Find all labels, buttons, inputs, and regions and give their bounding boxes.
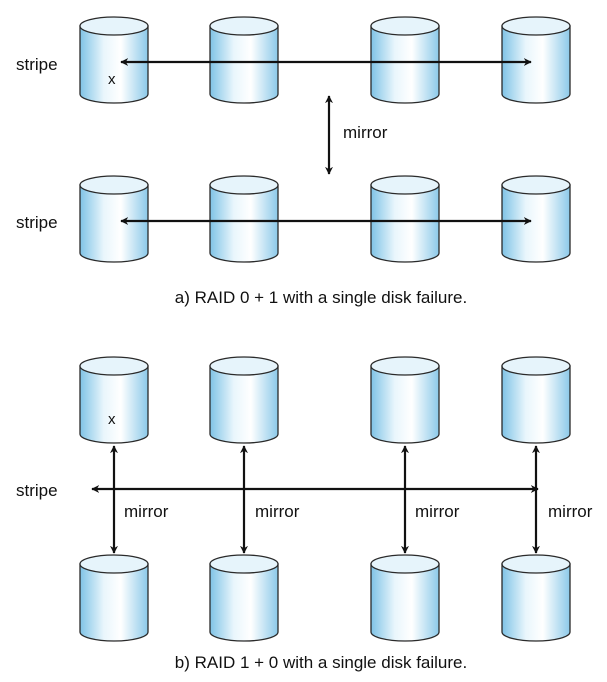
raid01-bottom-disk-row	[79, 175, 571, 263]
raid10-mirror-label-3: mirror	[415, 502, 460, 521]
raid10-top-disk-4-icon	[501, 356, 571, 444]
raid01-caption: a) RAID 0 + 1 with a single disk failure…	[175, 288, 467, 307]
raid10-bottom-disk-2-icon	[209, 554, 279, 642]
raid01-top-disk-3-icon	[370, 16, 440, 104]
raid10-top-disk-2-icon	[209, 356, 279, 444]
raid01-bottom-disk-4-icon	[501, 175, 571, 263]
raid01-mirror-label: mirror	[343, 123, 388, 142]
raid01-bottom-disk-3-icon	[370, 175, 440, 263]
raid01-stripe-label-bottom: stripe	[16, 213, 58, 232]
raid10-caption: b) RAID 1 + 0 with a single disk failure…	[175, 653, 467, 672]
raid01-panel: stripe stripe mirror x a) RAID 0 + 1 wit…	[16, 16, 571, 307]
raid10-mirror-label-2: mirror	[255, 502, 300, 521]
raid01-top-disk-4-icon	[501, 16, 571, 104]
raid10-bottom-disk-1-icon	[79, 554, 149, 642]
raid10-panel: stripe mirror mirror mirror mirror x b) …	[16, 356, 593, 672]
raid10-failed-disk-mark: x	[108, 411, 116, 428]
raid01-top-disk-1-icon	[79, 16, 149, 104]
raid10-top-disk-3-icon	[370, 356, 440, 444]
raid10-mirror-label-1: mirror	[124, 502, 169, 521]
raid10-stripe-label: stripe	[16, 481, 58, 500]
raid01-top-disk-row	[79, 16, 571, 104]
raid01-stripe-label-top: stripe	[16, 55, 58, 74]
raid10-bottom-disk-3-icon	[370, 554, 440, 642]
raid10-mirror-label-4: mirror	[548, 502, 593, 521]
raid01-bottom-disk-2-icon	[209, 175, 279, 263]
raid10-top-disk-row	[79, 356, 571, 444]
raid01-top-disk-2-icon	[209, 16, 279, 104]
raid01-bottom-disk-1-icon	[79, 175, 149, 263]
raid10-bottom-disk-row	[79, 554, 571, 642]
raid10-bottom-disk-4-icon	[501, 554, 571, 642]
raid10-top-disk-1-icon	[79, 356, 149, 444]
raid01-failed-disk-mark: x	[108, 71, 116, 88]
